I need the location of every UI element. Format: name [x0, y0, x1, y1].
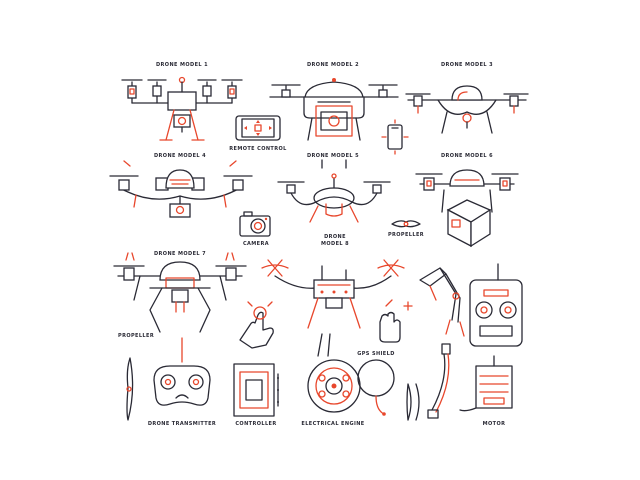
robotic-arm-icon — [419, 267, 465, 337]
drone-model-2-icon — [269, 78, 399, 141]
gesture-hand-icon — [379, 299, 413, 343]
propeller-vertical-icon — [406, 383, 420, 421]
drone-model-5-icon — [277, 159, 391, 223]
remote-control-icon — [235, 115, 281, 141]
drone-model-8-icon — [261, 259, 405, 329]
propeller-icon — [391, 220, 421, 228]
label-drone-model-3: DRONE MODEL 3 — [441, 62, 493, 68]
controller-board-icon — [233, 363, 279, 417]
drone-model-3-icon — [405, 85, 529, 134]
cable-icon — [427, 343, 451, 419]
label-drone-model-7: DRONE MODEL 7 — [154, 251, 206, 257]
label-gps-shield: GPS SHIELD — [357, 351, 395, 357]
drone-model-4-icon — [109, 160, 253, 218]
label-drone-model-4: DRONE MODEL 4 — [154, 153, 206, 159]
label-remote-control: REMOTE CONTROL — [229, 146, 287, 152]
propeller-long-icon — [126, 357, 134, 421]
label-drone-model-8-line1: DRONE — [324, 234, 346, 240]
label-propeller-2: PROPELLER — [118, 333, 154, 339]
label-drone-model-2: DRONE MODEL 2 — [307, 62, 359, 68]
label-drone-model-8-line2: MODEL 8 — [321, 241, 349, 247]
label-drone-model-6: DRONE MODEL 6 — [441, 153, 493, 159]
drone-model-7-icon — [113, 252, 247, 333]
label-drone-model-5: DRONE MODEL 5 — [307, 153, 359, 159]
label-motor: MOTOR — [483, 421, 506, 427]
remote-transmitter-icon — [469, 263, 523, 347]
electrical-engine-icon — [307, 333, 361, 413]
drone-model-1-icon — [121, 76, 243, 141]
touch-hand-icon — [239, 301, 274, 349]
label-controller: CONTROLLER — [235, 421, 276, 427]
camera-icon — [239, 211, 271, 237]
label-camera: CAMERA — [243, 241, 269, 247]
label-drone-model-1: DRONE MODEL 1 — [156, 62, 208, 68]
label-electrical-engine: ELECTRICAL ENGINE — [301, 421, 364, 427]
motor-icon — [459, 355, 513, 412]
label-propeller-1: PROPELLER — [388, 232, 424, 238]
smartphone-icon — [381, 119, 409, 155]
drone-model-6-icon — [415, 169, 519, 248]
label-drone-transmitter: DRONE TRANSMITTER — [148, 421, 216, 427]
drone-transmitter-icon — [153, 337, 211, 406]
gps-shield-icon — [357, 359, 395, 416]
